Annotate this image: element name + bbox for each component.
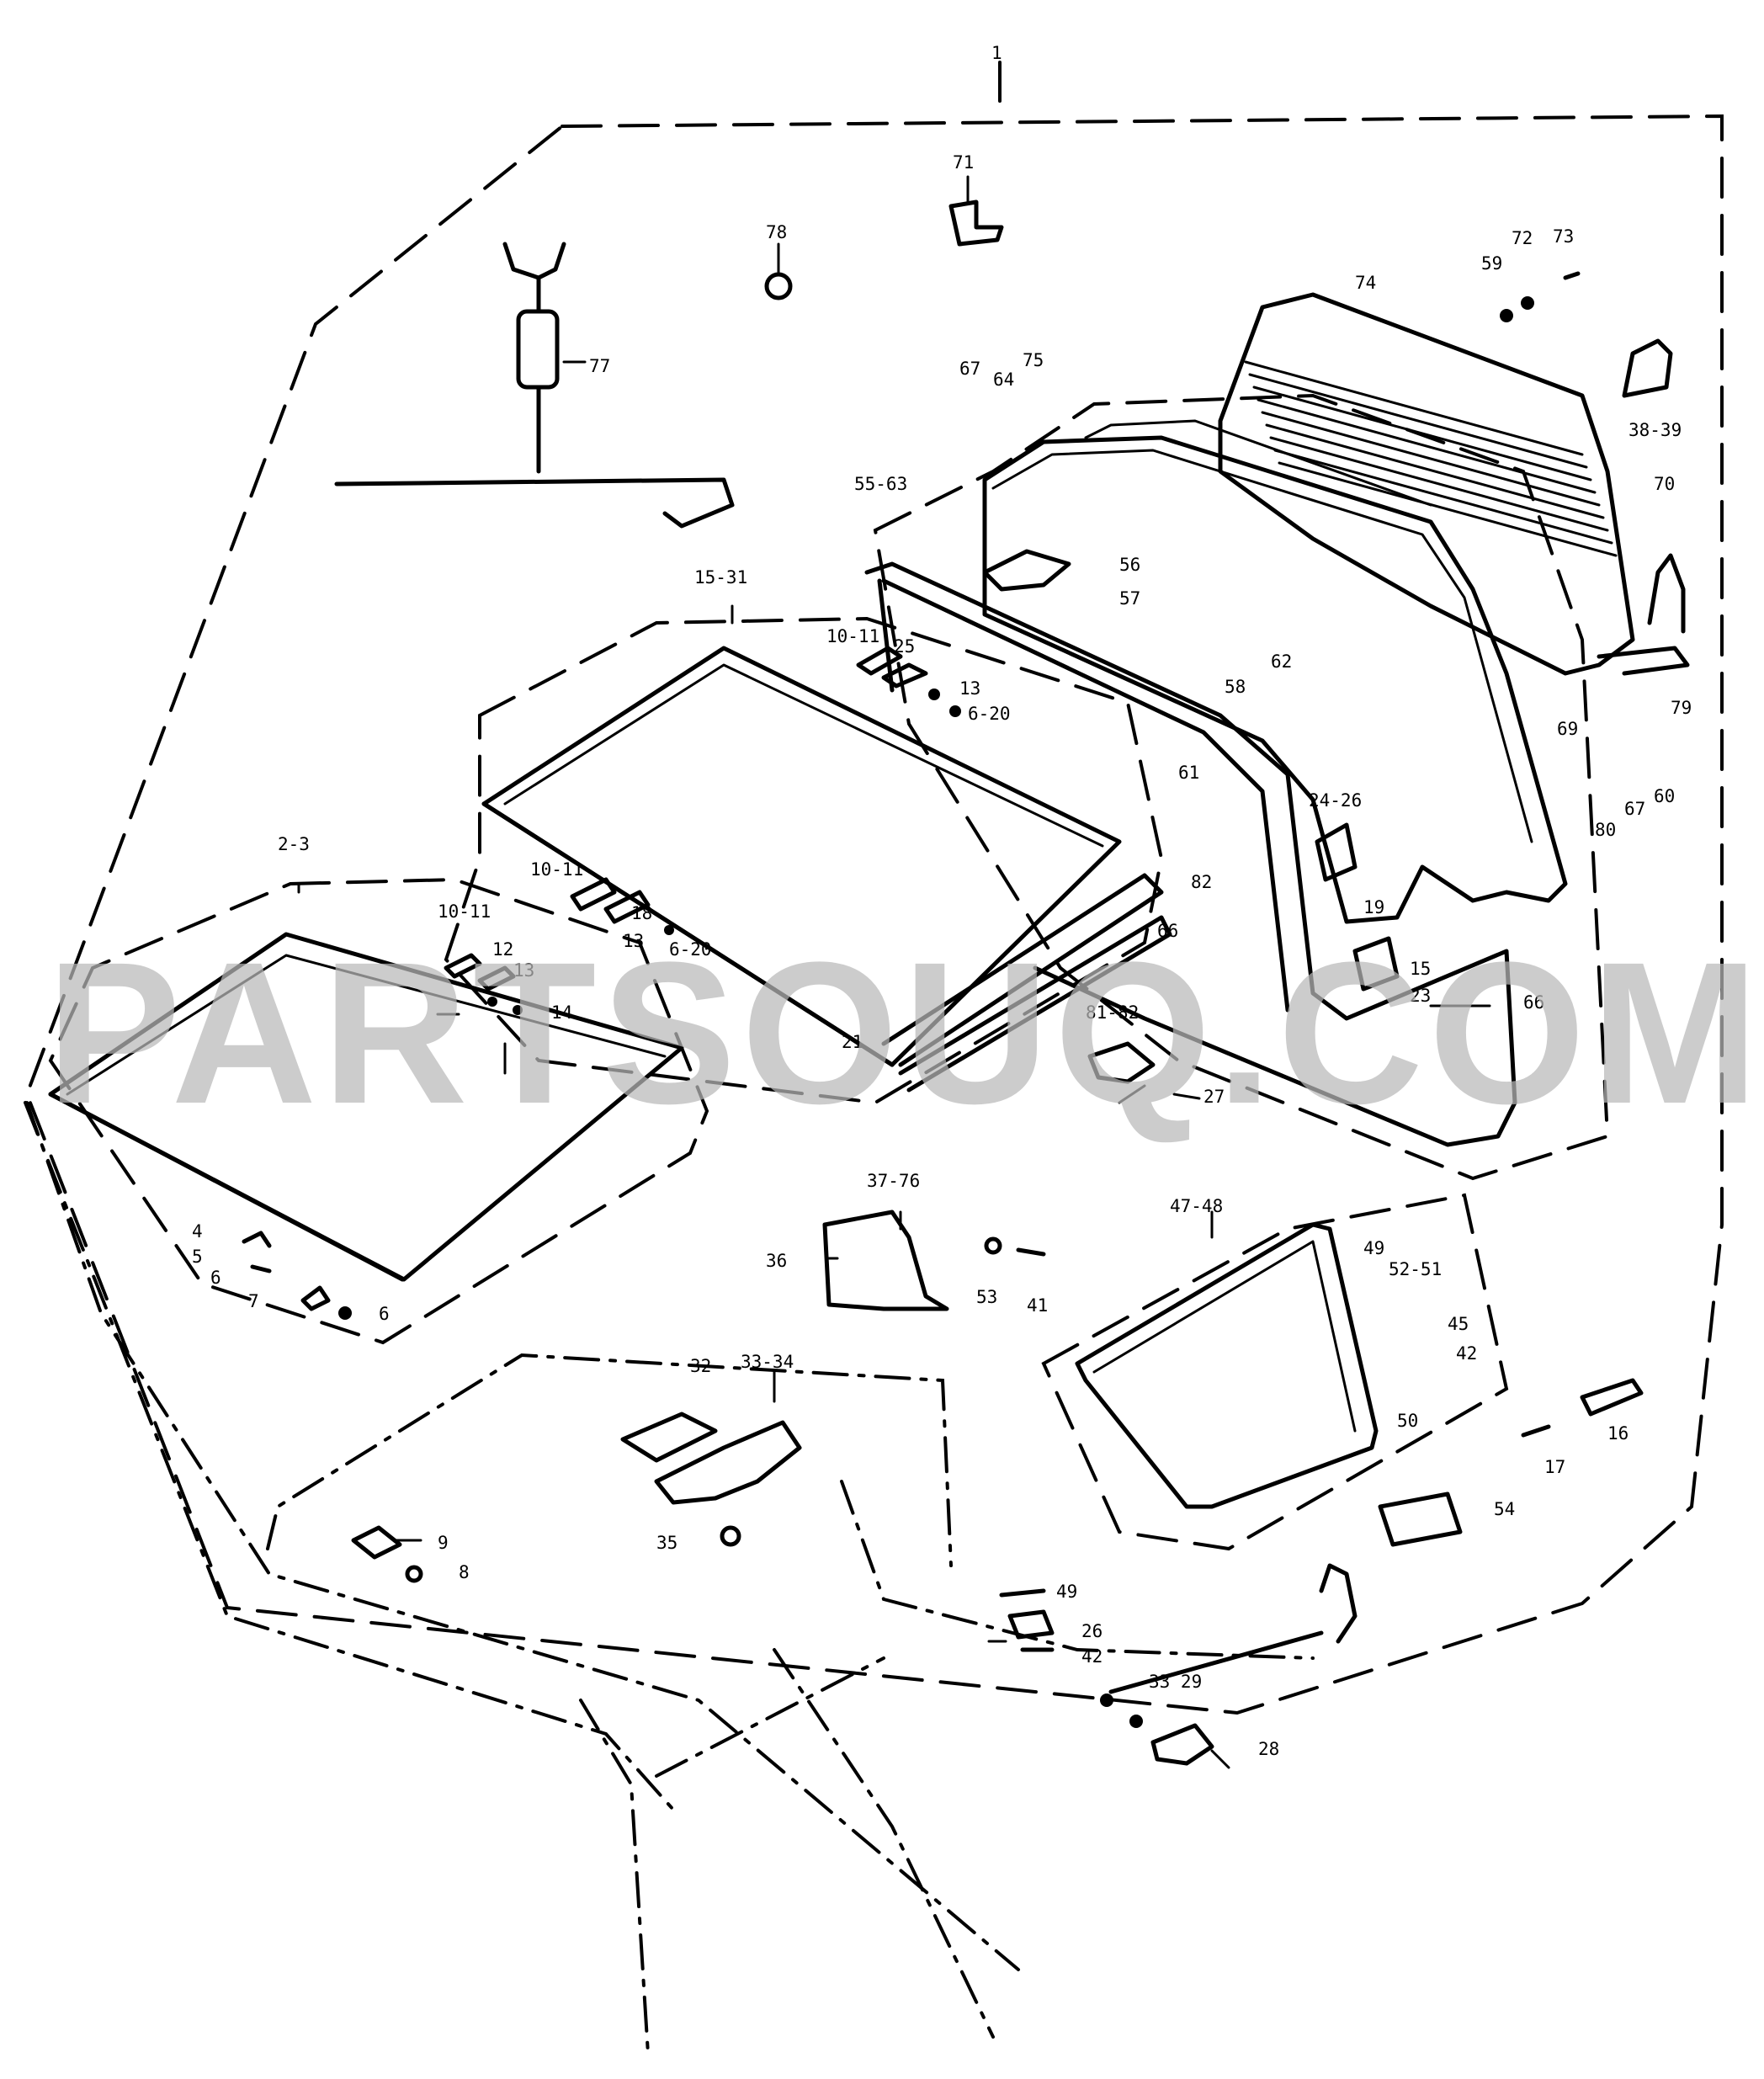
rear-tub-shell bbox=[982, 419, 1568, 924]
callout-21: 21 bbox=[842, 1032, 863, 1052]
callout-56: 56 bbox=[1119, 555, 1140, 575]
callout-6-left: 6 bbox=[210, 1268, 221, 1288]
callout-60: 60 bbox=[1654, 786, 1675, 806]
callout-70: 70 bbox=[1654, 474, 1675, 494]
callout-50: 50 bbox=[1397, 1411, 1418, 1431]
callout-61: 61 bbox=[1178, 763, 1199, 783]
side-window bbox=[1075, 1222, 1379, 1509]
callout-33-29: 33 29 bbox=[1149, 1672, 1202, 1692]
callout-49: 49 bbox=[1363, 1238, 1384, 1258]
callout-35: 35 bbox=[656, 1533, 677, 1553]
rear-door-frame bbox=[864, 561, 1517, 1147]
watermark: PARTSOUQ.COM bbox=[46, 920, 1764, 1146]
callout-8: 8 bbox=[459, 1562, 470, 1582]
callout-69: 69 bbox=[1557, 719, 1578, 739]
callout-66: 66 bbox=[1523, 992, 1544, 1013]
center-group-boundary bbox=[444, 616, 1164, 1105]
callout-10-11-mid: 10-11 bbox=[530, 859, 583, 880]
callout-15-31: 15-31 bbox=[694, 567, 747, 588]
callout-26-lower: 26 bbox=[1081, 1621, 1102, 1641]
callout-6-20-top: 6-20 bbox=[968, 704, 1011, 724]
callout-42: 42 bbox=[1456, 1343, 1477, 1364]
callout-80: 80 bbox=[1595, 820, 1616, 840]
callout-64: 64 bbox=[993, 370, 1014, 390]
callout-12: 12 bbox=[492, 939, 513, 960]
callout-53: 53 bbox=[976, 1287, 997, 1307]
callout-2-3: 2-3 bbox=[278, 834, 310, 854]
callout-59: 59 bbox=[1481, 253, 1502, 274]
callout-54: 54 bbox=[1494, 1499, 1515, 1519]
callout-49-lower: 49 bbox=[1056, 1582, 1077, 1602]
callout-labels: 1 71 78 77 59 72 73 74 38-39 70 79 67 64… bbox=[192, 43, 1692, 1759]
callout-4: 4 bbox=[192, 1221, 203, 1242]
callout-27: 27 bbox=[1203, 1087, 1225, 1107]
callout-5: 5 bbox=[192, 1247, 203, 1267]
callout-41: 41 bbox=[1027, 1295, 1048, 1316]
callout-10-11-left: 10-11 bbox=[438, 901, 491, 922]
callout-79: 79 bbox=[1671, 698, 1692, 718]
callout-14: 14 bbox=[551, 1002, 572, 1023]
callout-1: 1 bbox=[991, 43, 1002, 63]
callout-66-upper: 66 bbox=[1157, 921, 1178, 941]
callout-9: 9 bbox=[438, 1533, 449, 1553]
callout-73: 73 bbox=[1553, 226, 1574, 247]
callout-32: 32 bbox=[690, 1356, 711, 1376]
callout-6-right: 6 bbox=[379, 1304, 390, 1324]
window-group-boundary bbox=[1041, 1193, 1509, 1551]
rear-group-boundary bbox=[873, 393, 1610, 1181]
callout-28: 28 bbox=[1258, 1739, 1279, 1759]
callout-74: 74 bbox=[1355, 273, 1376, 293]
callout-15: 15 bbox=[1410, 959, 1431, 979]
callout-55-63: 55-63 bbox=[854, 474, 907, 494]
callout-67: 67 bbox=[959, 359, 980, 379]
callout-52-51: 52-51 bbox=[1389, 1259, 1442, 1279]
callout-16: 16 bbox=[1607, 1423, 1629, 1444]
callout-25: 25 bbox=[894, 636, 915, 657]
callout-75: 75 bbox=[1023, 350, 1044, 370]
callout-6-20-mid: 6-20 bbox=[669, 939, 712, 960]
callout-33-34: 33-34 bbox=[741, 1352, 794, 1372]
center-roof-panel bbox=[481, 646, 1172, 1093]
callout-71: 71 bbox=[953, 152, 974, 173]
callout-67b: 67 bbox=[1624, 799, 1645, 819]
callout-57: 57 bbox=[1119, 588, 1140, 609]
callout-19: 19 bbox=[1363, 897, 1384, 917]
rear-window-glass bbox=[1218, 292, 1690, 676]
callout-77: 77 bbox=[589, 356, 610, 376]
body-pillar bbox=[579, 1648, 995, 2055]
assembly-boundary bbox=[24, 61, 1724, 1715]
callout-47-48: 47-48 bbox=[1170, 1196, 1223, 1216]
callout-10-11-top: 10-11 bbox=[826, 626, 879, 646]
callout-13-left: 13 bbox=[513, 960, 534, 981]
callout-13-top: 13 bbox=[959, 678, 980, 699]
callout-37-76: 37-76 bbox=[867, 1171, 920, 1191]
callout-23: 23 bbox=[1410, 986, 1431, 1006]
callout-7: 7 bbox=[248, 1291, 259, 1311]
callout-72: 72 bbox=[1512, 228, 1533, 248]
callout-78: 78 bbox=[766, 222, 787, 242]
callout-45: 45 bbox=[1448, 1314, 1469, 1334]
callout-82: 82 bbox=[1191, 872, 1212, 892]
callout-24-26: 24-26 bbox=[1309, 790, 1362, 811]
callout-17: 17 bbox=[1544, 1457, 1565, 1477]
callout-58: 58 bbox=[1225, 677, 1246, 697]
leader-lines bbox=[297, 175, 1491, 1769]
body-outline bbox=[24, 1101, 1315, 1971]
roof-group-boundary bbox=[48, 877, 709, 1345]
small-parts bbox=[242, 199, 1686, 1766]
callout-42-lower: 42 bbox=[1081, 1646, 1102, 1667]
callout-13-mid: 13 bbox=[623, 931, 644, 951]
callout-18: 18 bbox=[631, 903, 652, 923]
callout-81-82: 81-82 bbox=[1086, 1002, 1139, 1023]
roof-panel bbox=[48, 932, 684, 1282]
callout-62: 62 bbox=[1271, 651, 1292, 672]
callout-36: 36 bbox=[766, 1251, 787, 1271]
callout-38-39: 38-39 bbox=[1629, 420, 1682, 440]
